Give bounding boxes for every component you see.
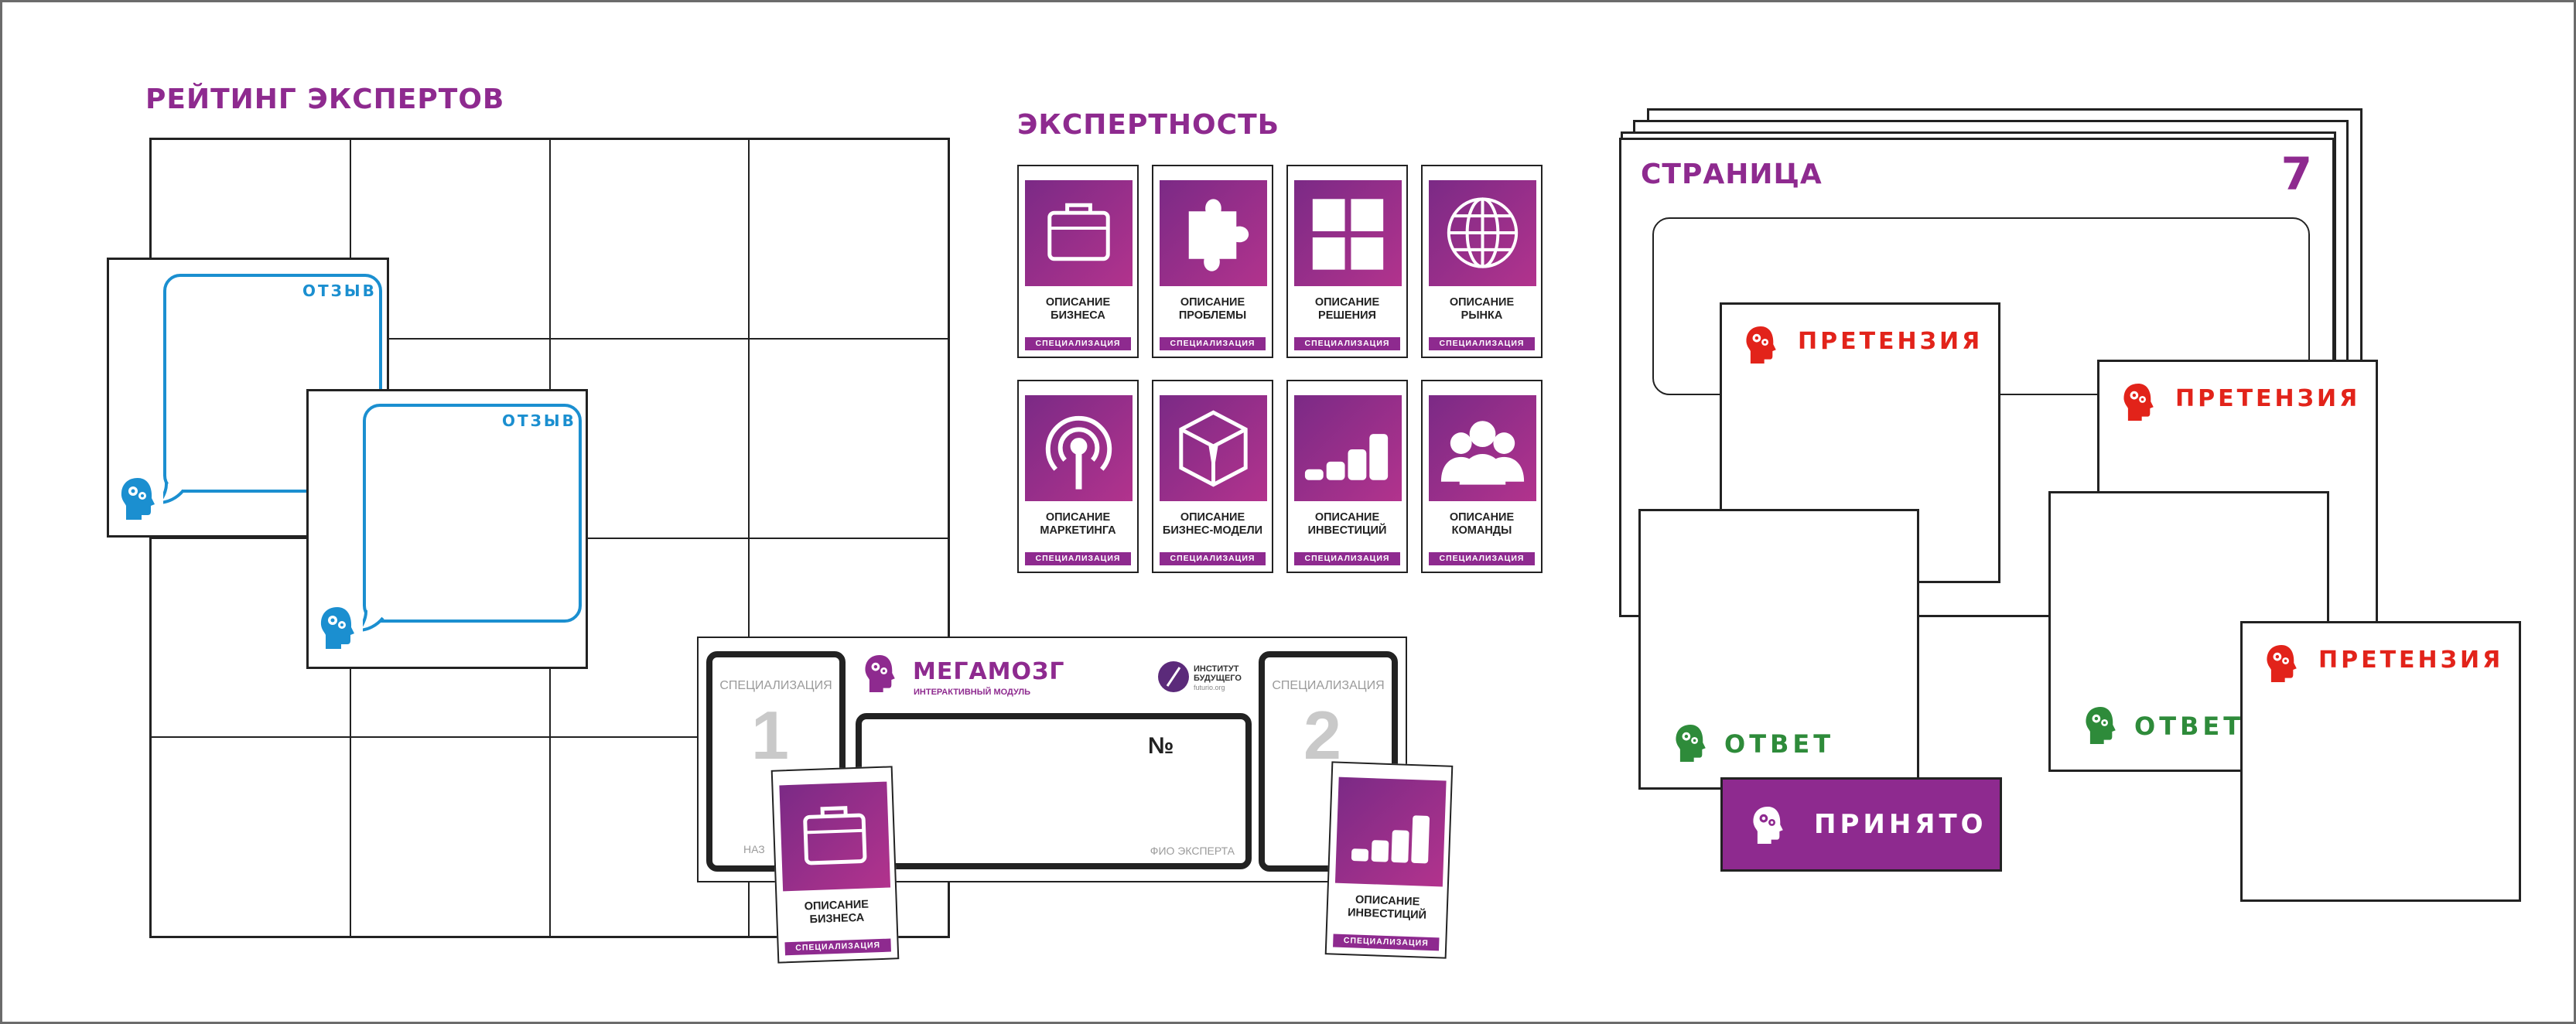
head-gears-icon (2267, 645, 2297, 682)
answer-card[interactable]: ОТВЕТ (1638, 509, 1919, 790)
card-line2: МАРКЕТИНГА (1040, 524, 1116, 537)
institute-icon (1158, 661, 1189, 692)
specialization-band: СПЕЦИАЛИЗАЦИЯ (1333, 934, 1440, 951)
card-line2: ИНВЕСТИЦИЙ (1307, 524, 1387, 537)
speech-bubble (363, 404, 582, 623)
card-line2: РЫНКА (1461, 309, 1503, 322)
institute-url: futurio.org (1194, 684, 1225, 691)
megabrain-brand: МЕГАМОЗГ (913, 658, 1065, 685)
megabrain-logo (863, 652, 900, 699)
expert-name-label: ФИО ЭКСПЕРТА (1150, 845, 1235, 857)
answer-label: ОТВЕТ (1724, 729, 1835, 759)
accepted-label: ПРИНЯТО (1814, 809, 1987, 840)
grid-cell (749, 338, 948, 538)
card-line1: ОПИСАНИЕ (1180, 511, 1245, 524)
card-line2: КОМАНДЫ (1451, 524, 1512, 537)
card-line2: РЕШЕНИЯ (1318, 309, 1376, 322)
grid-cell (350, 737, 550, 937)
review-label: ОТЗЫВ (502, 411, 576, 430)
claim-label: ПРЕТЕНЗИЯ (2175, 385, 2361, 412)
specialization-band: СПЕЦИАЛИЗАЦИЯ (1160, 337, 1266, 350)
specialization-band: СПЕЦИАЛИЗАЦИЯ (1160, 552, 1266, 565)
card-line1: ОПИСАНИЕ (1314, 511, 1380, 524)
page-title: СТРАНИЦА (1641, 159, 1823, 190)
puzzle-piece-icon (1160, 180, 1267, 286)
grid-cell (749, 139, 948, 339)
globe-icon (1429, 180, 1536, 286)
card-line2: ПРОБЛЕМЫ (1178, 309, 1247, 322)
slot-number: 1 (751, 697, 789, 773)
claim-card[interactable]: ПРЕТЕНЗИЯ (2240, 621, 2521, 902)
head-gears-icon (1753, 807, 1783, 844)
rating-title: РЕЙТИНГ ЭКСПЕРТОВ (145, 84, 505, 115)
claim-label: ПРЕТЕНЗИЯ (1798, 328, 1983, 355)
card-line1: ОПИСАНИЕ (1045, 296, 1111, 309)
head-gears-icon (2123, 384, 2154, 421)
card-line1: ОПИСАНИЕ (1449, 296, 1515, 309)
specialization-band: СПЕЦИАЛИЗАЦИЯ (784, 938, 891, 956)
puzzle-icon (1294, 180, 1402, 286)
card-line1: ОПИСАНИЕ (1314, 296, 1380, 309)
card-line1: ОПИСАНИЕ (1180, 296, 1245, 309)
slot-label: СПЕЦИАЛИЗАЦИЯ (1272, 679, 1385, 692)
institute-name-2: БУДУЩЕГО (1194, 674, 1242, 683)
page-number: 7 (2280, 148, 2313, 200)
speech-bubble (163, 274, 382, 493)
accepted-tag[interactable]: ПРИНЯТО (1720, 777, 2002, 872)
card-line1: ОПИСАНИЕ (1045, 511, 1111, 524)
specialization-band: СПЕЦИАЛИЗАЦИЯ (1429, 337, 1535, 350)
expertise-title: ЭКСПЕРТНОСТЬ (1017, 109, 1280, 141)
expert-name-box[interactable]: № ФИО ЭКСПЕРТА (856, 713, 1252, 869)
broadcast-icon (1025, 395, 1133, 501)
briefcase-icon (779, 781, 891, 892)
card-line2: БИЗНЕСА (1051, 309, 1105, 322)
specialization-band: СПЕЦИАЛИЗАЦИЯ (1294, 337, 1400, 350)
head-gears-icon (1746, 326, 1776, 364)
card-line2: БИЗНЕС-МОДЕЛИ (1162, 524, 1263, 537)
head-gears-icon (118, 475, 160, 523)
institute-name-1: ИНСТИТУТ (1194, 664, 1239, 674)
grid-cell (151, 737, 350, 937)
review-label: ОТЗЫВ (302, 282, 377, 300)
slot-bottom-label: НАЗ (743, 843, 765, 855)
specialization-band: СПЕЦИАЛИЗАЦИЯ (1025, 337, 1131, 350)
specialization-band: СПЕЦИАЛИЗАЦИЯ (1294, 552, 1400, 565)
head-gears-icon (1676, 725, 1706, 762)
bubble-tail (363, 610, 384, 632)
card-line1: ОПИСАНИЕ (1449, 511, 1515, 524)
coins-icon (1334, 777, 1447, 887)
number-sign: № (1148, 733, 1174, 759)
megabrain-subtitle: ИНТЕРАКТИВНЫЙ МОДУЛЬ (914, 688, 1031, 697)
specialization-band: СПЕЦИАЛИЗАЦИЯ (1025, 552, 1131, 565)
slot-number: 2 (1303, 697, 1341, 773)
head-gears-icon (865, 655, 895, 692)
grid-cell (350, 139, 550, 339)
bubble-tail (163, 483, 185, 504)
answer-label: ОТВЕТ (2134, 712, 2245, 741)
box-icon (1160, 395, 1267, 501)
briefcase-icon (1025, 180, 1133, 286)
team-icon (1429, 395, 1536, 501)
claim-label: ПРЕТЕНЗИЯ (2318, 647, 2504, 674)
grid-cell (549, 139, 750, 339)
institute-logo (1156, 660, 1191, 698)
coins-icon (1294, 395, 1402, 501)
slot-label: СПЕЦИАЛИЗАЦИЯ (719, 679, 832, 692)
head-gears-icon (318, 604, 360, 652)
review-card[interactable]: ОТЗЫВ (306, 389, 588, 669)
head-gears-icon (2086, 707, 2116, 744)
specialization-band: СПЕЦИАЛИЗАЦИЯ (1429, 552, 1535, 565)
